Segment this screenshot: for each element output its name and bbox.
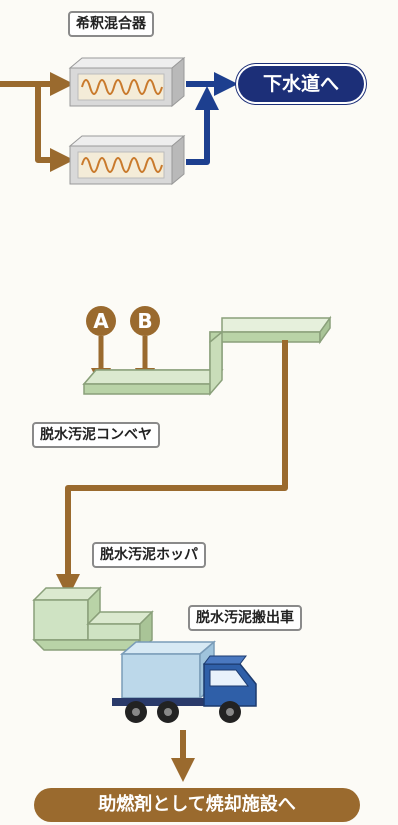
input-a-marker: A <box>86 306 116 336</box>
dewatered-sludge-hopper <box>32 586 154 652</box>
incineration-pill: 助燃剤として焼却施設へ <box>34 788 360 822</box>
input-b-marker: B <box>130 306 160 336</box>
sludge-truck-icon <box>112 640 257 723</box>
dilution-mixer-upper <box>68 56 186 108</box>
conveyor-to-hopper-flow <box>56 340 288 598</box>
mixer-coil-icon <box>81 157 163 173</box>
truck-label: 脱水汚泥搬出車 <box>188 605 302 631</box>
sewer-flow-lines <box>186 72 238 165</box>
mixer-coil-icon <box>81 79 163 95</box>
dilution-mixer-lower <box>68 134 186 186</box>
conveyor-label: 脱水汚泥コンベヤ <box>32 422 160 448</box>
hopper-label: 脱水汚泥ホッパ <box>92 542 206 568</box>
dewatered-sludge-conveyor <box>82 315 332 397</box>
mixer-label: 希釈混合器 <box>68 11 154 37</box>
inlet-flow-lines <box>0 72 74 172</box>
to-sewer-pill: 下水道へ <box>238 66 364 102</box>
